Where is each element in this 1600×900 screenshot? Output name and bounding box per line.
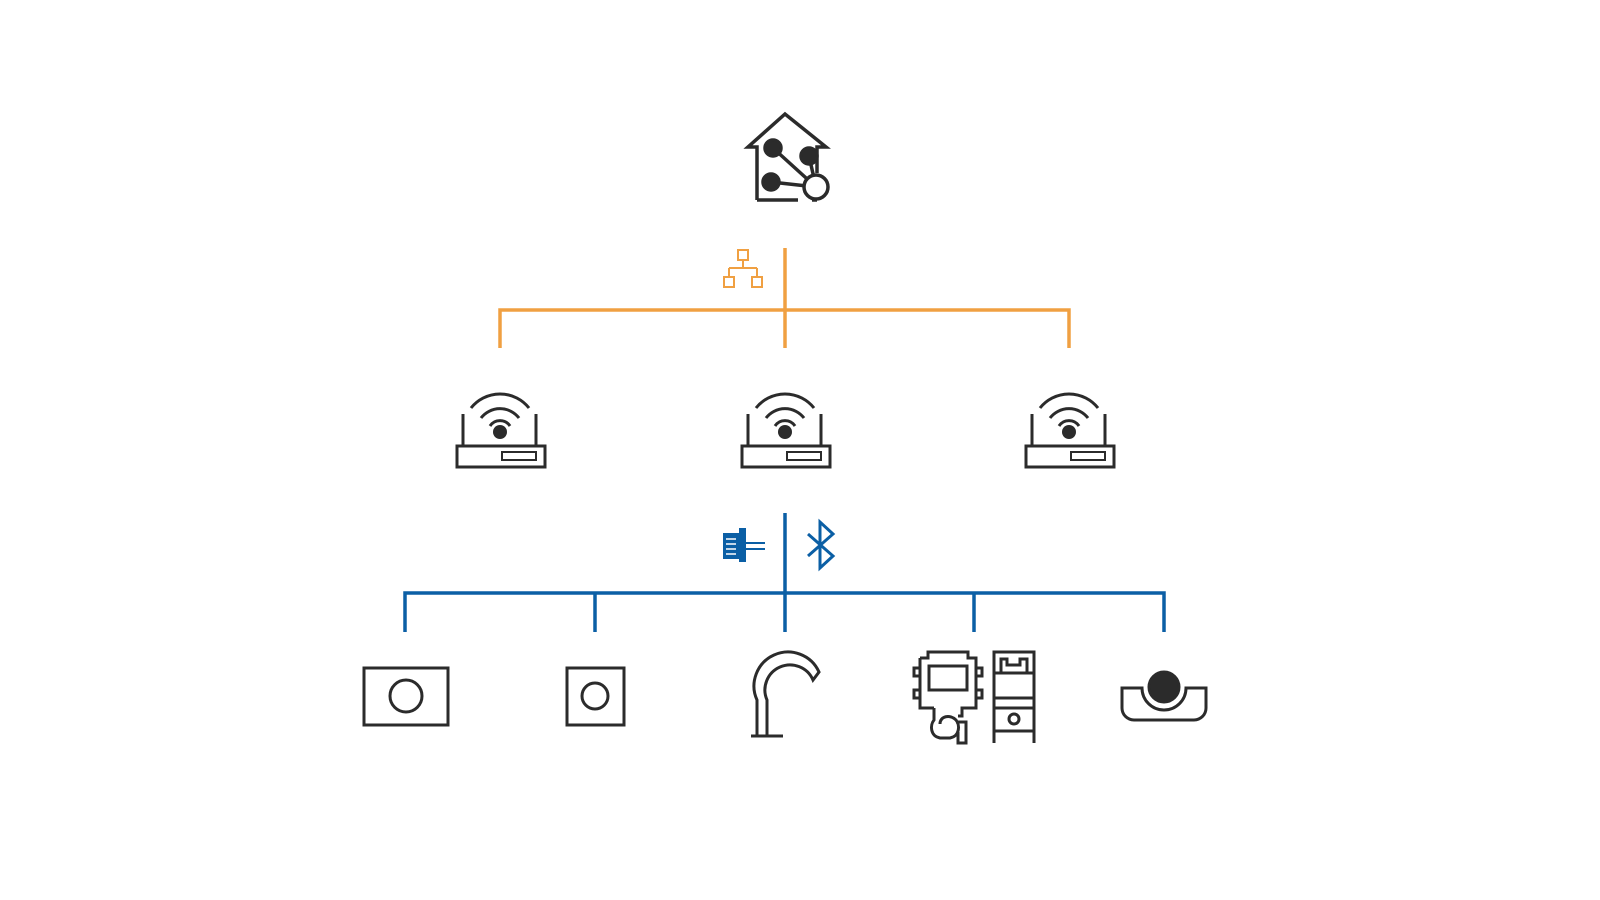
square-flush-plate-icon — [565, 666, 626, 727]
wired-bus-module-icon — [723, 528, 765, 562]
installation-frame-icon — [912, 650, 1036, 745]
wifi-router-icon — [740, 392, 832, 469]
lan-connection-lines — [498, 248, 1071, 348]
wifi-router-icon — [455, 392, 547, 469]
urinal-sensor-icon — [1120, 670, 1208, 722]
bluetooth-icon — [807, 518, 836, 572]
wifi-router-icon — [1024, 392, 1116, 469]
ethernet-network-icon — [723, 249, 763, 288]
smart-home-hub-icon — [743, 111, 831, 202]
wide-flush-plate-icon — [362, 666, 450, 727]
bus-connection-lines — [403, 513, 1166, 632]
faucet-icon — [751, 650, 821, 738]
